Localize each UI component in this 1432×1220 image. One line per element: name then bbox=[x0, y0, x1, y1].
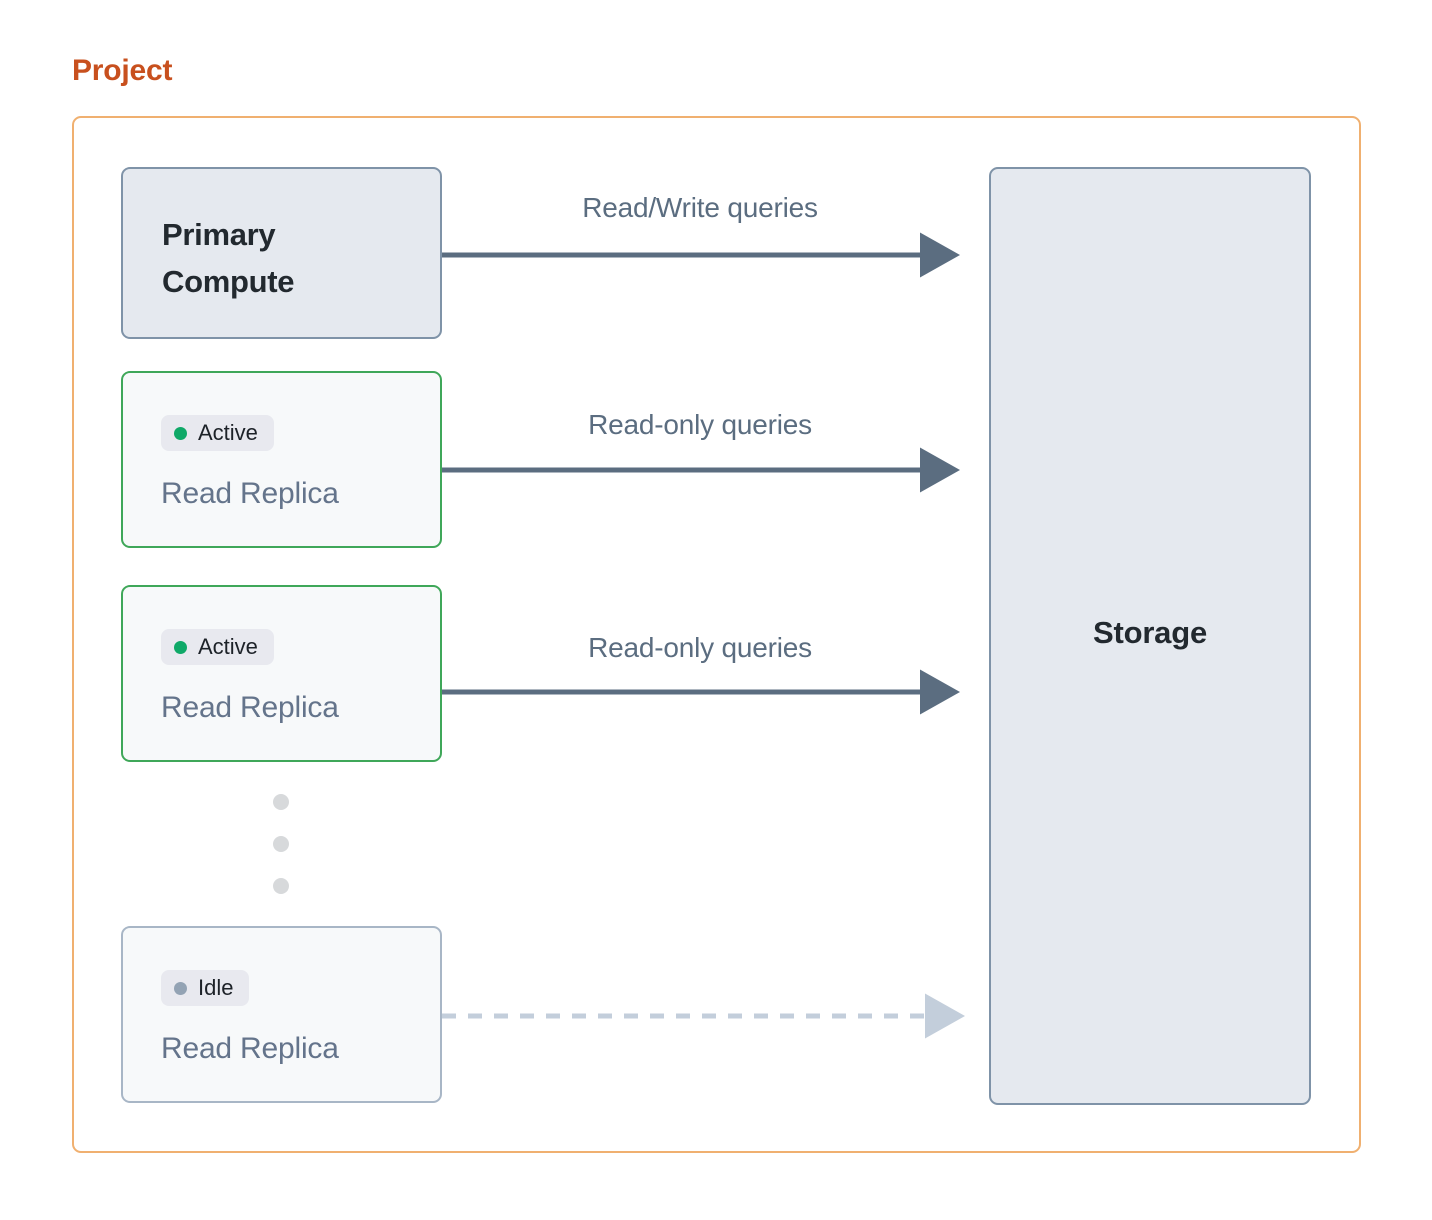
page-title: Project bbox=[72, 54, 173, 87]
ellipsis-dot bbox=[273, 836, 289, 852]
node-read-replica-1[interactable]: Active Read Replica bbox=[121, 371, 442, 548]
status-badge-label: Active bbox=[198, 634, 258, 659]
node-primary-compute-title: Primary Compute bbox=[162, 211, 295, 305]
node-read-replica-3-label: Read Replica bbox=[161, 1032, 339, 1065]
status-dot-icon bbox=[174, 640, 187, 654]
status-badge-active-1: Active bbox=[161, 415, 274, 451]
status-badge-active-2: Active bbox=[161, 629, 274, 665]
node-primary-compute[interactable]: Primary Compute bbox=[121, 167, 442, 339]
ellipsis-dot bbox=[273, 878, 289, 894]
status-badge-label: Idle bbox=[198, 975, 234, 1000]
node-storage[interactable]: Storage bbox=[989, 167, 1311, 1105]
node-primary-compute-title-line2: Compute bbox=[162, 264, 295, 299]
node-read-replica-2[interactable]: Active Read Replica bbox=[121, 585, 442, 762]
node-read-replica-1-label: Read Replica bbox=[161, 477, 339, 510]
status-dot-icon bbox=[174, 426, 187, 440]
status-badge-label: Active bbox=[198, 420, 258, 445]
status-dot-icon bbox=[174, 981, 187, 995]
node-primary-compute-title-line1: Primary bbox=[162, 217, 276, 252]
edge-label-read-write-queries: Read/Write queries bbox=[582, 192, 818, 223]
ellipsis-more-replicas-icon bbox=[273, 794, 290, 904]
node-read-replica-2-label: Read Replica bbox=[161, 691, 339, 724]
ellipsis-dot bbox=[273, 794, 289, 810]
edge-label-read-only-queries-2: Read-only queries bbox=[588, 632, 812, 663]
node-storage-label: Storage bbox=[1092, 615, 1208, 650]
node-read-replica-3[interactable]: Idle Read Replica bbox=[121, 926, 442, 1103]
edge-label-read-only-queries-1: Read-only queries bbox=[588, 409, 812, 440]
status-badge-idle: Idle bbox=[161, 970, 250, 1006]
